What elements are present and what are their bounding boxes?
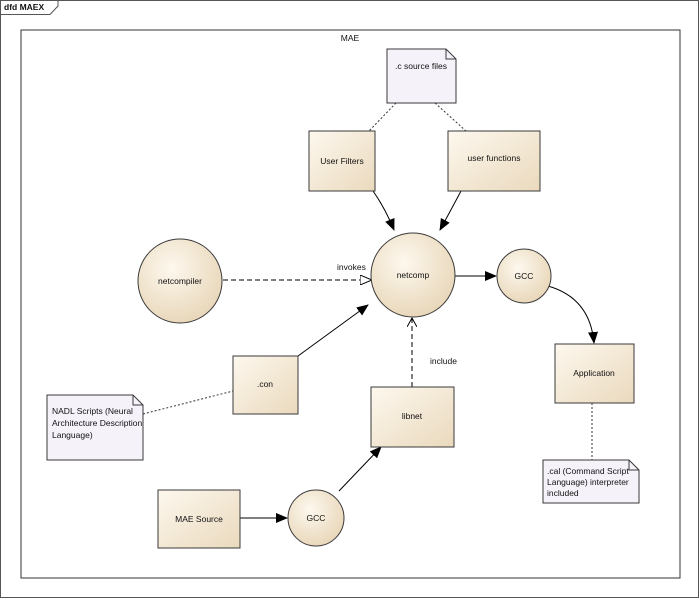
note-cal: .cal (Command Script Language) interpret… bbox=[542, 459, 640, 504]
node-gcc-bottom: GCC bbox=[287, 489, 345, 547]
node-application: Application bbox=[554, 343, 635, 404]
include-label: include bbox=[430, 356, 457, 366]
note-cal-line1: .cal (Command Script bbox=[547, 466, 629, 476]
node-libnet: libnet bbox=[370, 386, 455, 448]
note-c-source-files: .c source files bbox=[386, 48, 457, 104]
node-user-functions-label: user functions bbox=[468, 153, 521, 163]
frame-title: dfd MAEX bbox=[4, 2, 44, 12]
node-gcc-bottom-label: GCC bbox=[307, 513, 326, 523]
node-mae-source: MAE Source bbox=[157, 489, 241, 549]
note-cal-line3: included bbox=[547, 488, 579, 498]
note-cal-line2: Language) interpreter bbox=[547, 477, 629, 487]
node-netcompiler: netcompiler bbox=[137, 238, 223, 324]
edge-nadl-con bbox=[142, 390, 234, 415]
edge-gcc-application bbox=[547, 285, 599, 344]
boundary-label: MAE bbox=[341, 33, 360, 43]
note-nadl-line2: Architecture Description bbox=[52, 418, 143, 428]
node-netcomp: netcomp bbox=[370, 232, 456, 318]
edges bbox=[142, 102, 599, 523]
node-user-filters: User Filters bbox=[308, 130, 376, 192]
node-con-label: .con bbox=[257, 379, 273, 389]
edge-userfilters-netcomp bbox=[372, 190, 395, 231]
edge-con-netcomp bbox=[297, 304, 369, 357]
node-mae-source-label: MAE Source bbox=[175, 514, 223, 524]
node-user-functions: user functions bbox=[447, 130, 541, 192]
edge-csource-userfunctions bbox=[434, 102, 467, 132]
node-gcc-top-label: GCC bbox=[515, 271, 534, 281]
mae-boundary: MAE bbox=[20, 29, 681, 579]
node-gcc-top: GCC bbox=[496, 248, 552, 304]
edge-userfunctions-netcomp bbox=[439, 190, 462, 231]
node-netcompiler-label: netcompiler bbox=[158, 276, 202, 286]
node-user-filters-label: User Filters bbox=[320, 156, 363, 166]
note-nadl-line3: Language) bbox=[52, 430, 93, 440]
edge-csource-userfilters bbox=[368, 102, 397, 132]
node-application-label: Application bbox=[573, 368, 615, 378]
node-netcomp-label: netcomp bbox=[397, 270, 430, 280]
edge-gcc-libnet bbox=[338, 446, 382, 492]
node-libnet-label: libnet bbox=[402, 411, 423, 421]
node-con: .con bbox=[232, 355, 299, 415]
note-c-source-text: .c source files bbox=[395, 61, 447, 71]
invokes-label: invokes bbox=[337, 262, 366, 272]
note-nadl-line1: NADL Scripts (Neural bbox=[52, 406, 133, 416]
note-nadl-scripts: NADL Scripts (Neural Architecture Descri… bbox=[46, 394, 144, 461]
